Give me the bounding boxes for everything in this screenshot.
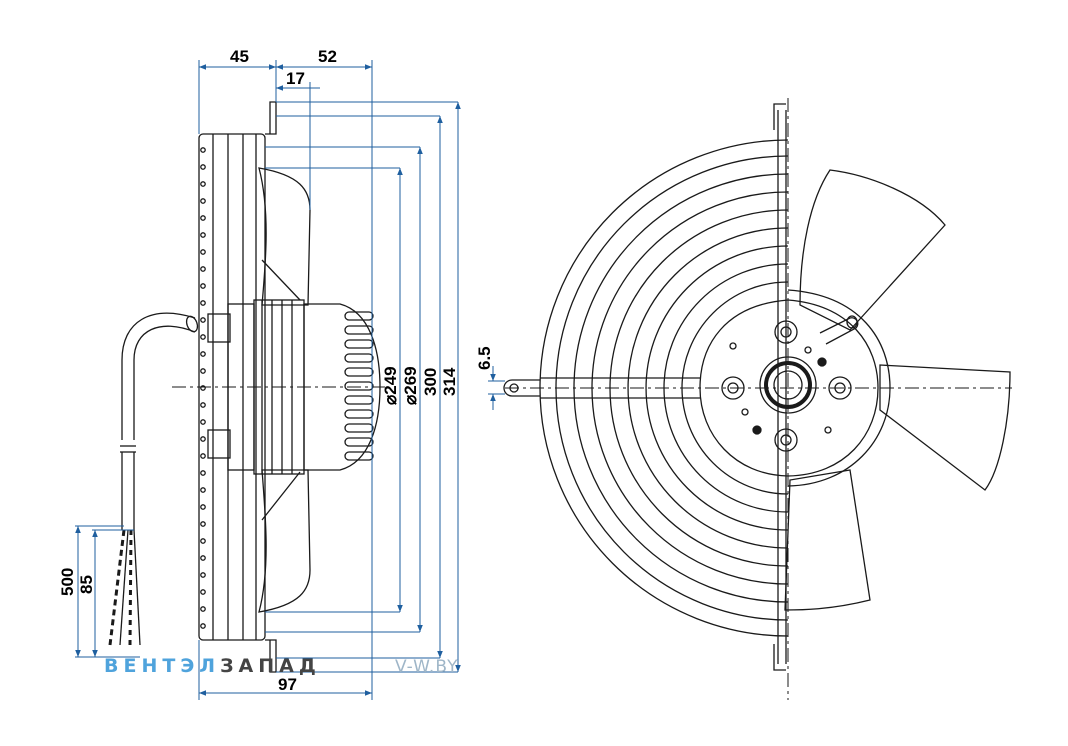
dim-6-5: 6.5 <box>475 346 494 370</box>
side-view <box>108 101 385 673</box>
dim-500: 500 <box>58 568 77 596</box>
grille-wire-dots <box>200 147 206 629</box>
watermark-brand-part1: ВЕНТЭЛ <box>104 655 220 677</box>
dim-314: 314 <box>440 367 459 396</box>
dim-45: 45 <box>230 47 249 66</box>
front-blade-right <box>879 364 1011 491</box>
mounting-tab <box>503 379 540 397</box>
front-view <box>503 98 1012 700</box>
svg-text:ВЕНТЭЛЗАПАД: ВЕНТЭЛЗАПАД <box>104 655 321 677</box>
front-blade-bottom <box>784 469 871 611</box>
dim-300: 300 <box>421 368 440 396</box>
dim-diameter-249: ⌀249 <box>381 366 400 405</box>
grille-bars-right <box>773 103 787 671</box>
dim-85: 85 <box>77 575 96 594</box>
watermark: ВЕНТЭЛЗАПАД V-W.BY <box>104 655 458 677</box>
watermark-site: V-W.BY <box>395 657 458 677</box>
dim-diameter-269: ⌀269 <box>401 366 420 405</box>
dim-97: 97 <box>278 675 297 694</box>
front-blade-top <box>799 169 946 331</box>
dimension-labels: 45 52 17 97 500 85 6.5 ⌀249 ⌀269 300 314 <box>58 47 494 694</box>
dim-52: 52 <box>318 47 337 66</box>
watermark-brand-part2: ЗАПАД <box>220 655 321 677</box>
dimension-lines <box>75 60 505 700</box>
dim-17: 17 <box>286 69 305 88</box>
cable <box>108 312 199 646</box>
